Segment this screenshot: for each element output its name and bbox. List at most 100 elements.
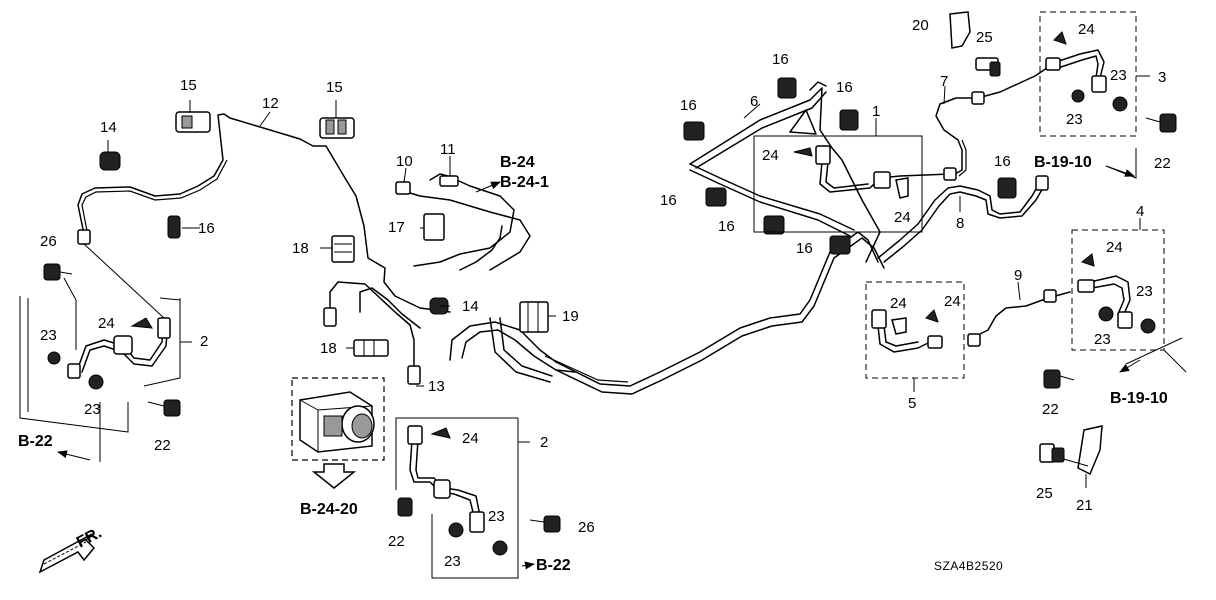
- callout-16-a: 16: [198, 220, 215, 237]
- bracket-21-icon: [1059, 425, 1103, 476]
- clip-17-icon: [423, 213, 445, 241]
- ref-b-19-10-bottom[interactable]: B-19-10: [1110, 390, 1168, 407]
- callout-25-bottom: 25: [1036, 485, 1053, 502]
- bracket-20-icon: [949, 11, 971, 49]
- leader-lines: [19, 11, 1187, 579]
- diagram-code: SZA4B2520: [934, 559, 1003, 573]
- callout-14-left: 14: [100, 119, 117, 136]
- callout-23-f: 23: [1110, 67, 1127, 84]
- callout-9: 9: [1014, 267, 1022, 284]
- callout-25-top: 25: [976, 29, 993, 46]
- bolt-22-icon: [147, 113, 1177, 517]
- reference-arrows: [57, 165, 1141, 570]
- callout-18-top: 18: [292, 240, 309, 257]
- bolt-26-left-icon: [43, 263, 73, 281]
- ref-b-24-1[interactable]: B-24-1: [500, 174, 549, 191]
- callout-16-g: 16: [796, 240, 813, 257]
- ref-b-19-10-top[interactable]: B-19-10: [1034, 154, 1092, 171]
- callout-17: 17: [388, 219, 405, 236]
- callout-24-e: 24: [1078, 21, 1095, 38]
- callout-23-d: 23: [488, 508, 505, 525]
- callout-19: 19: [562, 308, 579, 325]
- callout-22-bottom: 22: [388, 533, 405, 550]
- callout-23-a: 23: [40, 327, 57, 344]
- front-direction-icon: [38, 533, 96, 574]
- clip-18-bottom-icon: [353, 339, 389, 357]
- callout-16-e: 16: [660, 192, 677, 209]
- callout-22-left: 22: [154, 437, 171, 454]
- callout-23-e: 23: [1066, 111, 1083, 128]
- callout-24-b: 24: [462, 430, 479, 447]
- callout-2-bottom: 2: [540, 434, 548, 451]
- bolt-25-bottom-icon: [1039, 443, 1065, 463]
- callout-5: 5: [908, 395, 916, 412]
- callout-24-d: 24: [894, 209, 911, 226]
- callout-21: 21: [1076, 497, 1093, 514]
- callout-26-left: 26: [40, 233, 57, 250]
- callout-23-h: 23: [1136, 283, 1153, 300]
- callout-22-top-right: 22: [1154, 155, 1171, 172]
- callout-16-f: 16: [718, 218, 735, 235]
- callout-20: 20: [912, 17, 929, 34]
- brake-hoses: [67, 49, 1133, 533]
- callout-16-b: 16: [772, 51, 789, 68]
- callout-3: 3: [1158, 69, 1166, 86]
- clip-19-icon: [519, 301, 549, 333]
- ref-b-24-20[interactable]: B-24-20: [300, 501, 358, 518]
- clip-18-top-icon: [331, 235, 355, 263]
- callout-14-center: 14: [462, 298, 479, 315]
- callout-13: 13: [428, 378, 445, 395]
- brake-pipe-7: [935, 65, 1051, 175]
- callout-16-c: 16: [836, 79, 853, 96]
- callout-26-bottom: 26: [578, 519, 595, 536]
- callout-23-b: 23: [84, 401, 101, 418]
- brake-pipe-10-11: [399, 189, 531, 271]
- brake-hose-4: [1089, 275, 1131, 315]
- clip-15-left-icon: [175, 111, 211, 133]
- callout-24-h: 24: [944, 293, 961, 310]
- brake-pipe-6: [689, 87, 881, 263]
- bolt-26-bottom-icon: [529, 515, 561, 533]
- callout-24-g: 24: [890, 295, 907, 312]
- callout-1: 1: [872, 103, 880, 120]
- callout-10: 10: [396, 153, 413, 170]
- callout-15-left: 15: [180, 77, 197, 94]
- small-parts: [43, 11, 1177, 556]
- callout-18-bottom: 18: [320, 340, 337, 357]
- callout-16-h: 16: [994, 153, 1011, 170]
- callout-12: 12: [262, 95, 279, 112]
- brake-hose-1: [819, 161, 951, 193]
- clip-16-icon: [167, 77, 1017, 255]
- clip-15-right-icon: [319, 117, 355, 139]
- brake-pipe-12: [77, 113, 451, 313]
- clip-24-icon: [130, 31, 1095, 439]
- ref-b-22-bottom[interactable]: B-22: [536, 557, 571, 574]
- callout-7: 7: [940, 73, 948, 90]
- abs-modulator-icon: [291, 377, 385, 489]
- callout-4: 4: [1136, 203, 1144, 220]
- callout-6: 6: [750, 93, 758, 110]
- grommet-14-left-icon: [99, 151, 121, 171]
- brake-pipe-long-rear: [555, 231, 879, 387]
- callout-24-a: 24: [98, 315, 115, 332]
- bolt-25-top-icon: [975, 57, 1001, 77]
- callout-2-left: 2: [200, 333, 208, 350]
- brake-pipes: [77, 65, 1071, 395]
- callout-8: 8: [956, 215, 964, 232]
- callout-24-f: 24: [1106, 239, 1123, 256]
- brake-pipe-8: [877, 181, 1041, 259]
- callout-16-d: 16: [680, 97, 697, 114]
- ref-b-22-left[interactable]: B-22: [18, 433, 53, 450]
- ref-b-24[interactable]: B-24: [500, 154, 535, 171]
- brake-hose-3: [1055, 49, 1105, 79]
- callout-numbers: 1 2 2 3 4 5 6 7 8 9 10 11 12 13 14 14 15…: [40, 17, 1171, 570]
- callout-23-c: 23: [444, 553, 461, 570]
- brake-hose-5: [877, 325, 931, 353]
- brake-pipe-bundle: [329, 281, 415, 373]
- section-references: B-24 B-24-1 B-19-10 B-19-10 B-22 B-22 B-…: [18, 154, 1168, 574]
- callout-15-right: 15: [326, 79, 343, 96]
- callout-22-right: 22: [1042, 401, 1059, 418]
- callout-24-c: 24: [762, 147, 779, 164]
- callout-23-g: 23: [1094, 331, 1111, 348]
